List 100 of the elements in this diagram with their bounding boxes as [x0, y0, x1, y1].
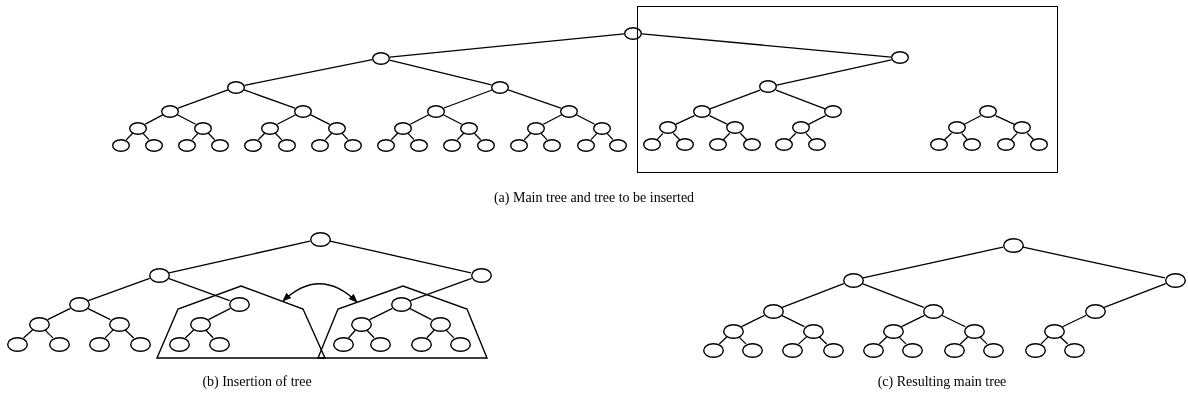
- tree-edge: [740, 314, 766, 328]
- tree-node: [394, 121, 412, 135]
- tree-edge: [142, 132, 150, 141]
- tree-edge: [805, 132, 813, 141]
- tree-node: [6, 336, 28, 352]
- tree-node: [168, 336, 190, 352]
- tree-node: [294, 104, 312, 118]
- subfigure-caption: (a) Main tree and tree to be inserted: [493, 190, 695, 206]
- tree-node: [161, 104, 179, 118]
- tree-edge: [87, 277, 151, 302]
- tree-edge: [674, 114, 696, 126]
- tree-node: [1164, 272, 1186, 288]
- tree-node: [227, 80, 245, 94]
- tree-node: [390, 296, 412, 312]
- tree-edge: [1062, 314, 1087, 328]
- tree-edge: [878, 336, 888, 345]
- tree-edge: [144, 114, 164, 125]
- tree-edge: [807, 115, 827, 125]
- tree-node: [609, 138, 627, 152]
- tree-node: [593, 121, 611, 135]
- tree-edge: [442, 114, 463, 125]
- tree-node: [802, 323, 824, 339]
- tree-node: [372, 51, 390, 65]
- tree-node: [947, 121, 966, 134]
- tree-node: [527, 121, 545, 135]
- tree-edge: [709, 89, 761, 110]
- tree-edge: [781, 282, 845, 309]
- tree-edge: [309, 114, 331, 125]
- tree-node: [244, 138, 262, 152]
- tree-node: [145, 138, 163, 152]
- tree-edge: [1022, 246, 1166, 279]
- tree-node: [560, 104, 578, 118]
- tree-edge: [656, 132, 664, 141]
- tree-node: [658, 121, 677, 134]
- tree-edge: [124, 329, 135, 339]
- tree-edge: [780, 314, 806, 328]
- tree-edge: [409, 277, 473, 302]
- tree-edge: [426, 329, 435, 339]
- tree-edge: [389, 33, 625, 58]
- tree-node: [742, 138, 761, 151]
- tree-edge: [368, 307, 394, 321]
- subfigure-caption: (c) Resulting main tree: [877, 374, 1007, 390]
- tree-node: [148, 267, 170, 283]
- tree-node: [922, 303, 944, 319]
- tree-edge: [818, 336, 828, 345]
- tree-edge: [244, 59, 373, 86]
- tree-edge: [348, 329, 356, 339]
- tree-edge: [366, 329, 375, 339]
- tree-node: [890, 51, 909, 64]
- tree-edge: [184, 329, 195, 339]
- subfigure-caption: (b) Insertion of tree: [202, 374, 312, 390]
- tree-edge: [207, 307, 232, 321]
- tree-node: [982, 342, 1004, 358]
- tree-node: [309, 231, 331, 247]
- frame-box: [637, 6, 1058, 173]
- tree-node: [28, 316, 50, 332]
- tree-node: [194, 121, 212, 135]
- tree-node: [978, 105, 997, 118]
- tree-edge: [205, 329, 214, 339]
- tree-node: [129, 336, 151, 352]
- tree-node: [758, 80, 777, 93]
- tree-edge: [388, 59, 493, 86]
- tree-node: [228, 296, 250, 312]
- tree-edge: [22, 329, 34, 339]
- tree-node: [807, 138, 826, 151]
- tree-node: [410, 138, 428, 152]
- tree-edge: [243, 89, 296, 109]
- tree-node: [410, 336, 432, 352]
- tree-edge: [1103, 282, 1167, 309]
- tree-node: [1029, 138, 1048, 151]
- tree-node: [88, 336, 110, 352]
- tree-node: [708, 138, 727, 151]
- tree-node: [470, 267, 492, 283]
- tree-node: [328, 121, 346, 135]
- tree-node: [725, 121, 744, 134]
- tree-edge: [994, 114, 1016, 126]
- tree-edge: [409, 114, 430, 125]
- tree-node: [477, 138, 495, 152]
- tree-node: [369, 336, 391, 352]
- tree-edge: [540, 132, 548, 141]
- tree-node: [842, 272, 864, 288]
- tree-edge: [575, 114, 596, 125]
- tree-edge: [775, 89, 826, 110]
- tree-node: [882, 323, 904, 339]
- tree-node: [642, 138, 661, 151]
- tree-edge: [408, 307, 433, 321]
- tree-node: [692, 105, 711, 118]
- tree-node: [943, 342, 965, 358]
- tree-edge: [797, 336, 808, 345]
- tree-node: [1063, 342, 1085, 358]
- subtree-outline: [318, 286, 487, 358]
- tree-edge: [1010, 132, 1018, 141]
- tree-node: [311, 138, 329, 152]
- tree-edge: [341, 132, 349, 141]
- tree-node: [350, 316, 372, 332]
- tree-node: [344, 138, 362, 152]
- tree-edge: [46, 307, 72, 321]
- tree-edge: [86, 307, 112, 321]
- tree-node: [178, 138, 196, 152]
- tree-edge: [862, 246, 1004, 279]
